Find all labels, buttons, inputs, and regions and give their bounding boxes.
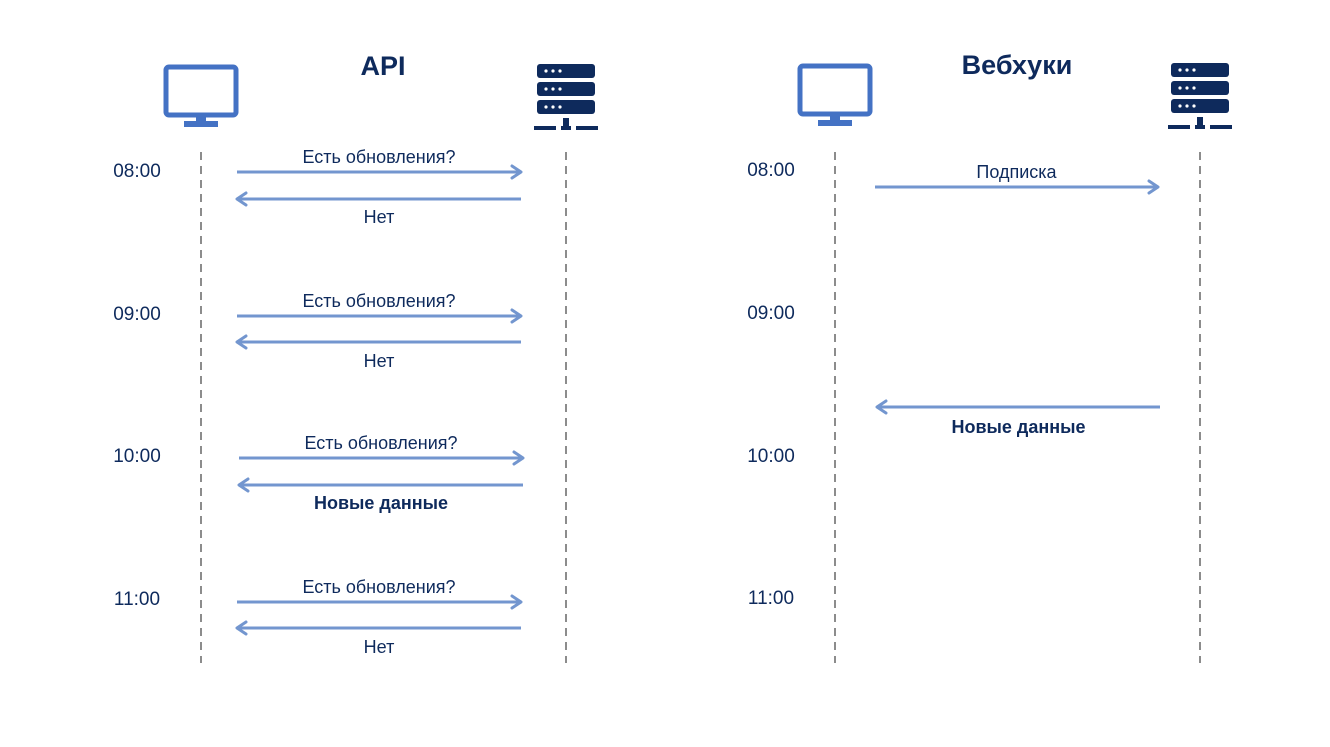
- message-label: Есть обновления?: [302, 147, 455, 167]
- message-label: Есть обновления?: [304, 433, 457, 453]
- message-arrow-left: [235, 620, 521, 636]
- message-label: Новые данные: [951, 417, 1085, 437]
- message-label: Подписка: [976, 162, 1057, 182]
- server-icon: [1168, 63, 1232, 129]
- time-label: 08:00: [747, 160, 795, 181]
- message-arrow-right: [237, 594, 523, 610]
- message-arrow-right: [237, 164, 523, 180]
- panel-api: API 08:00 09:00 10:00 11:00 Есть обновления? Н…: [113, 51, 598, 663]
- message-label: Нет: [364, 207, 395, 227]
- server-icon: [534, 64, 598, 130]
- panel-title: API: [360, 51, 405, 81]
- message-arrow-right: [875, 179, 1160, 195]
- time-label: 10:00: [113, 446, 161, 467]
- panel-title: Вебхуки: [962, 50, 1073, 80]
- message-label: Нет: [364, 351, 395, 371]
- time-label: 08:00: [113, 161, 161, 182]
- message-label: Нет: [364, 637, 395, 657]
- time-label: 09:00: [747, 303, 795, 324]
- message-label: Новые данные: [314, 493, 448, 513]
- monitor-icon: [163, 64, 239, 127]
- message-label: Есть обновления?: [302, 577, 455, 597]
- time-label: 11:00: [114, 589, 160, 610]
- panel-webhooks: Вебхуки 08:00 09:00 10:00 11:00 ПодпискаНовые…: [747, 50, 1232, 663]
- time-label: 10:00: [747, 446, 795, 467]
- time-label: 11:00: [748, 588, 794, 609]
- time-label: 09:00: [113, 304, 161, 325]
- monitor-icon: [797, 63, 873, 126]
- message-label: Есть обновления?: [302, 291, 455, 311]
- message-arrow-right: [237, 308, 523, 324]
- message-arrow-left: [875, 399, 1160, 415]
- message-arrow-left: [237, 477, 523, 493]
- message-arrow-left: [235, 334, 521, 350]
- message-arrow-left: [235, 191, 521, 207]
- message-arrow-right: [239, 450, 525, 466]
